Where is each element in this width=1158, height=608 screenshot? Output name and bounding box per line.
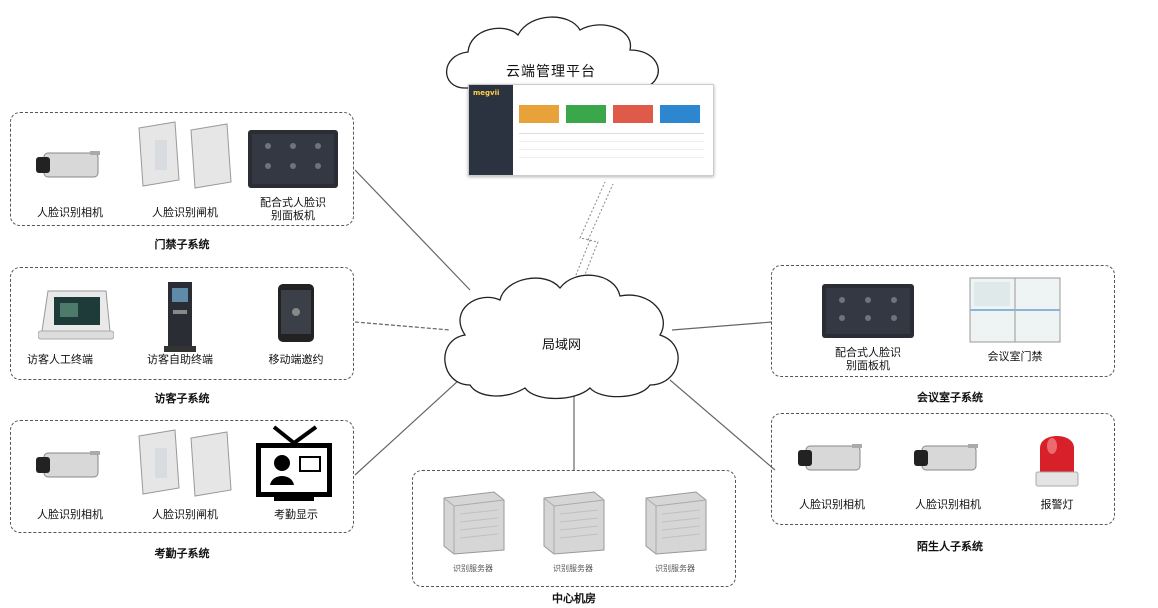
server-label: 识别服务器 (655, 564, 695, 573)
stranger-subsystem-box (771, 413, 1115, 525)
dashboard-card-3 (613, 105, 653, 123)
cloud-platform-title: 云端管理平台 (506, 64, 596, 80)
link-access (354, 169, 471, 291)
dashboard-sidebar (469, 85, 513, 175)
visitor-subsystem-title: 访客子系统 (154, 392, 210, 405)
link-attendance (354, 369, 471, 476)
wan-label: 局域网 (542, 338, 582, 353)
link-stranger (669, 379, 776, 471)
device-label: 会议室门禁 (987, 350, 1043, 363)
meeting-door-icon (968, 276, 1062, 344)
face-panel-icon (822, 284, 914, 340)
attendance-display-icon (252, 425, 336, 503)
attendance-subsystem-box (10, 420, 354, 533)
center-room-box (412, 470, 736, 587)
link-meeting (671, 321, 773, 331)
attendance-subsystem-title: 考勤子系统 (154, 547, 210, 560)
device-label: 考勤显示 (274, 508, 318, 521)
server-label: 识别服务器 (553, 564, 593, 573)
face-camera-icon (792, 438, 872, 478)
wireless-link (569, 181, 606, 291)
server-icon (642, 488, 710, 556)
meeting-subsystem-box (771, 265, 1115, 377)
cloud-platform-shape (445, 16, 659, 89)
face-gate-icon (135, 428, 235, 500)
center-room-title: 中心机房 (552, 592, 596, 605)
visitor-subsystem-box (10, 267, 354, 380)
device-label: 人脸识别闸机 (152, 206, 218, 219)
face-camera-icon (908, 438, 988, 478)
meeting-subsystem-title: 会议室子系统 (917, 391, 983, 404)
face-camera-icon (30, 145, 110, 185)
wan-cloud-shape (444, 274, 679, 400)
server-label: 识别服务器 (453, 564, 493, 573)
mobile-phone-icon (276, 284, 316, 344)
alarm-light-icon (1032, 428, 1082, 490)
device-label: 移动端邀约 (268, 353, 324, 366)
device-label: 配合式人脸识 别面板机 (260, 196, 326, 222)
device-label: 人脸识别相机 (799, 498, 865, 511)
server-icon (540, 488, 608, 556)
device-label: 访客人工终端 (27, 353, 93, 366)
device-label: 访客自助终端 (147, 353, 213, 366)
visitor-kiosk-icon (160, 280, 200, 352)
dashboard-card-4 (660, 105, 700, 123)
device-label: 人脸识别相机 (37, 206, 103, 219)
access-subsystem-title: 门禁子系统 (154, 238, 210, 251)
device-label: 人脸识别闸机 (152, 508, 218, 521)
stranger-subsystem-title: 陌生人子系统 (917, 540, 983, 553)
device-label: 配合式人脸识 别面板机 (835, 346, 901, 372)
link-visitor (354, 321, 451, 331)
face-panel-icon (248, 130, 338, 190)
server-icon (440, 488, 508, 556)
management-dashboard-screenshot: megvii (468, 84, 714, 176)
device-label: 报警灯 (1040, 498, 1074, 511)
face-gate-icon (135, 120, 235, 192)
access-subsystem-box (10, 112, 354, 226)
dashboard-card-2 (566, 105, 606, 123)
dashboard-brand-logo: megvii (473, 89, 500, 97)
device-label: 人脸识别相机 (37, 508, 103, 521)
face-camera-icon (30, 445, 110, 485)
device-label: 人脸识别相机 (915, 498, 981, 511)
dashboard-card-1 (519, 105, 559, 123)
visitor-terminal-icon (37, 285, 115, 341)
